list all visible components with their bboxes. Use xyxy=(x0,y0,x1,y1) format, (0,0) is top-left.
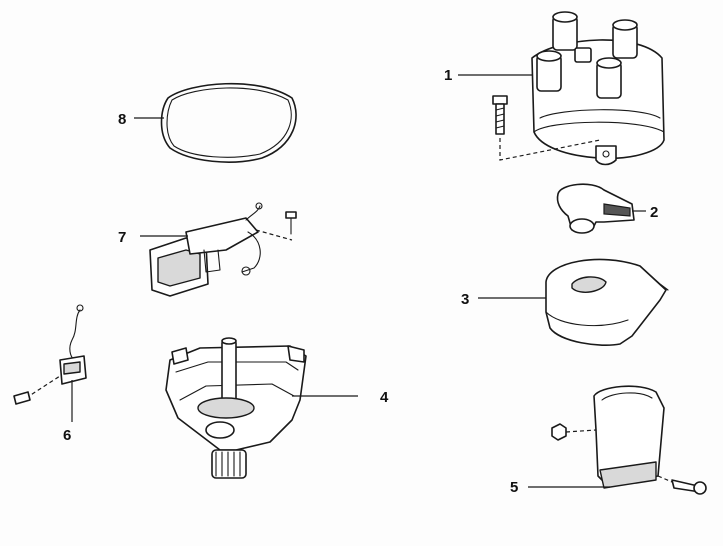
part-8-gasket-seal xyxy=(134,82,297,163)
callout-2: 2 xyxy=(650,204,658,221)
part-7-connector-bracket xyxy=(140,202,297,297)
part-1-distributor-cap xyxy=(458,11,665,166)
part-6-sensor xyxy=(13,304,87,422)
part-5-igniter-unit xyxy=(528,385,707,495)
part-3-shield xyxy=(478,258,669,347)
part-2-rotor xyxy=(556,183,646,234)
callout-1: 1 xyxy=(444,67,452,84)
callout-8: 8 xyxy=(118,111,126,128)
callout-6: 6 xyxy=(63,427,71,444)
callout-7: 7 xyxy=(118,229,126,246)
callout-4: 4 xyxy=(380,389,389,406)
callout-5: 5 xyxy=(510,479,518,496)
part-4-housing xyxy=(165,337,358,479)
callout-3: 3 xyxy=(461,291,469,308)
